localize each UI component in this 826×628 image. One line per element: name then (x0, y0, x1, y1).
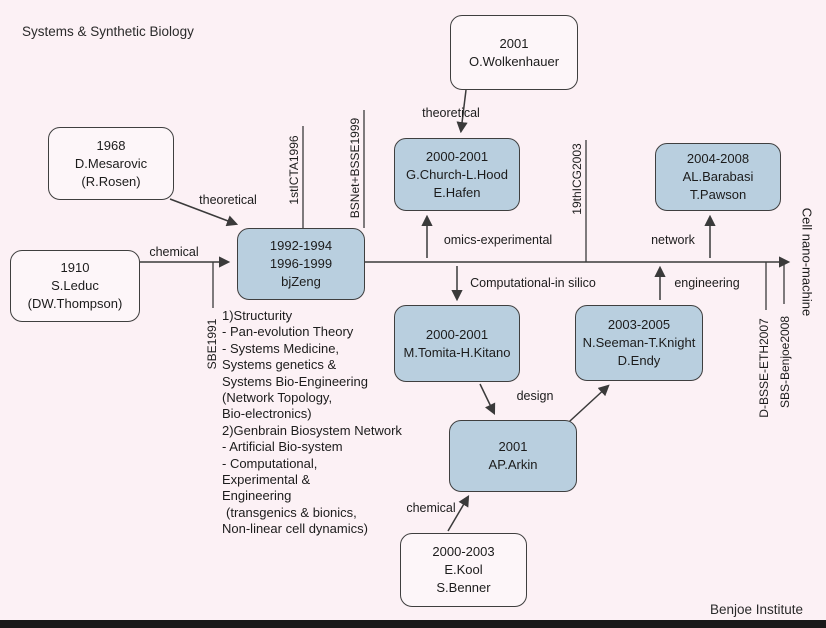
node-line: 1910 (60, 260, 90, 275)
timeline-end-label: Cell nano-machine (799, 207, 815, 317)
node-barabasi: 2004-2008 AL.Barabasi T.Pawson (655, 143, 781, 211)
notes-block: 1)Structurity - Pan-evolution Theory - S… (222, 308, 402, 538)
edge-label-theoretical-left: theoretical (199, 193, 257, 207)
note-line: 2)Genbrain Biosystem Network (222, 422, 402, 438)
node-zeng: 1992-1994 1996-1999 bjZeng (237, 228, 365, 300)
node-line: 2003-2005 (607, 317, 671, 332)
note-line: 1)Structurity (222, 308, 293, 323)
edge-label-chemical-bottom: chemical (406, 501, 456, 515)
edge-label-design: design (516, 389, 554, 403)
page-title: Systems & Synthetic Biology (22, 24, 194, 39)
node-line: M.Tomita-H.Kitano (403, 344, 511, 360)
milestone-bsse1999: BSNet+BSSE1999 (348, 117, 362, 219)
edge-label-computational: Computational-in silico (470, 276, 596, 290)
milestone-sbs2008: SBS-Benjoe2008 (778, 315, 792, 409)
note-line: - Artificial Bio-system (222, 439, 343, 455)
node-mesarovic: 1968 D.Mesarovic (R.Rosen) (48, 127, 174, 200)
node-line: E.Kool (444, 562, 483, 577)
note-line: Non-linear cell dynamics) (222, 521, 368, 537)
node-line: E.Hafen (433, 184, 481, 200)
note-line: - Computational, (222, 455, 318, 471)
edge-chemical-bottom (447, 495, 470, 532)
note-line: Engineering (222, 488, 292, 504)
node-line: (R.Rosen) (81, 173, 141, 189)
node-line: S.Benner (436, 580, 491, 595)
node-line: (DW.Thompson) (27, 296, 123, 311)
node-line: 1992-1994 (269, 238, 333, 253)
note-line: Bio-electronics) (222, 406, 312, 422)
node-line: 2004-2008 (686, 151, 750, 166)
node-line: 1996-1999 (269, 256, 333, 271)
node-line: AP.Arkin (488, 457, 538, 472)
credit-label: Benjoe Institute (710, 602, 804, 617)
edge-label-engineering: engineering (674, 276, 740, 290)
note-line: (Network Topology, (222, 390, 333, 406)
node-line: D.Endy (617, 353, 661, 368)
milestone-icta1996: 1stICTA1996 (287, 135, 301, 205)
node-church-hood: 2000-2001 G.Church-L.Hood E.Hafen (394, 138, 520, 211)
milestone-icg2003: 19thICG2003 (570, 143, 584, 215)
edge-theoretical-top (456, 89, 468, 134)
node-line: 2001 (498, 439, 528, 454)
node-line: S.Leduc (51, 278, 99, 293)
milestone-sbe1991: SBE1991 (205, 318, 219, 370)
bottom-bar (0, 620, 826, 628)
node-line: AL.Barabasi (682, 169, 754, 184)
node-line: 2001 (499, 35, 529, 51)
node-line: 1968 (96, 137, 126, 153)
edge-label-chemical-left: chemical (149, 245, 199, 259)
edge-label-omics: omics-experimental (443, 233, 553, 247)
node-kool-benner: 2000-2003 E.Kool S.Benner (400, 533, 527, 607)
edge-label-network: network (651, 233, 695, 247)
milestone-dbsse2007: D-BSSE-ETH2007 (757, 318, 771, 418)
node-line: G.Church-L.Hood (406, 166, 508, 182)
node-leduc: 1910 S.Leduc (DW.Thompson) (10, 250, 140, 322)
node-arkin: 2001 AP.Arkin (449, 420, 577, 492)
node-line: bjZeng (281, 274, 321, 289)
note-line: - Systems Medicine, (222, 340, 340, 356)
note-line: (transgenics & bionics, (226, 504, 357, 520)
note-line: Experimental & (222, 472, 311, 488)
node-seeman-knight: 2003-2005 N.Seeman-T.Knight D.Endy (575, 305, 703, 381)
edge-design (479, 383, 496, 416)
node-line: 2000-2003 (432, 544, 495, 559)
node-line: D.Mesarovic (74, 155, 148, 171)
edge-theoretical-left (169, 198, 239, 227)
node-line: 2000-2001 (425, 326, 489, 342)
edge-label-theoretical-top: theoretical (422, 106, 480, 120)
note-line: Systems genetics & (222, 357, 337, 373)
note-line: Systems Bio-Engineering (222, 373, 368, 389)
node-line: O.Wolkenhauer (468, 53, 560, 69)
note-line: - Pan-evolution Theory (222, 324, 354, 340)
node-tomita-kitano: 2000-2001 M.Tomita-H.Kitano (394, 305, 520, 382)
node-line: T.Pawson (689, 187, 747, 202)
node-wolkenhauer: 2001 O.Wolkenhauer (450, 15, 578, 90)
node-line: N.Seeman-T.Knight (582, 335, 696, 350)
node-line: 2000-2001 (425, 148, 489, 164)
